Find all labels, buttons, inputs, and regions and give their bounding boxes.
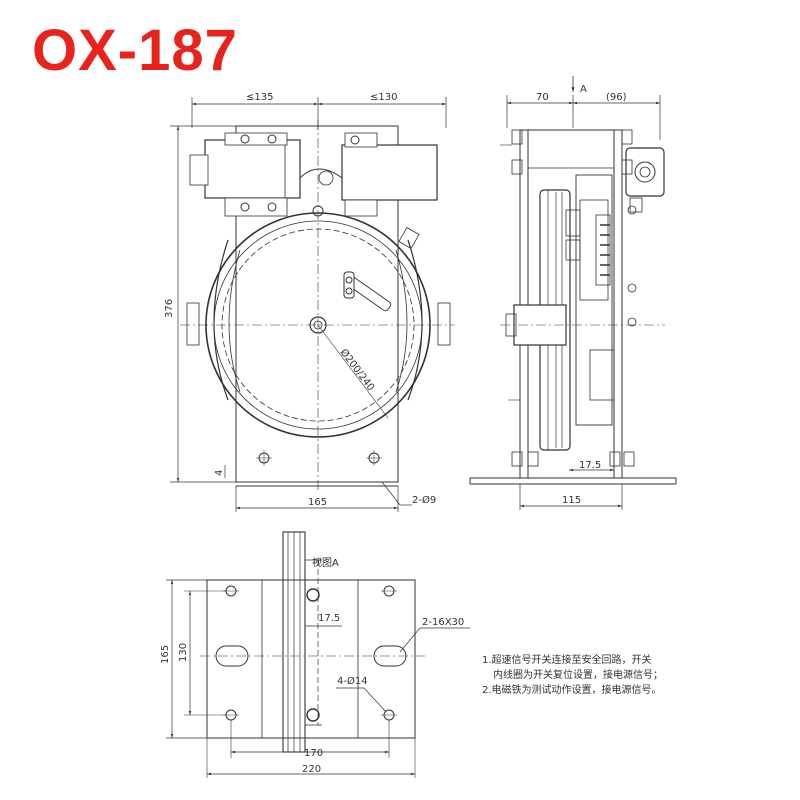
bottom-dim-groove: 17.5 bbox=[318, 613, 340, 624]
front-view bbox=[170, 97, 455, 512]
dim-total-height: 376 bbox=[164, 299, 175, 318]
side-view-labels: 70 (96) A 17.5 115 bbox=[536, 84, 627, 506]
bottom-view-labels: 视图A 17.5 2-16X30 4-Ø14 165 130 170 220 bbox=[160, 556, 464, 775]
side-view bbox=[469, 76, 677, 510]
bottom-dim-inner-width: 170 bbox=[304, 748, 323, 759]
bottom-dim-slots: 2-16X30 bbox=[422, 617, 464, 628]
dim-base-holes: 2-Ø9 bbox=[412, 494, 436, 506]
side-dim-right: (96) bbox=[606, 92, 627, 103]
bottom-dim-holes: 4-Ø14 bbox=[337, 675, 368, 687]
note-line-2: 内线圈为开关复位设置，接电源信号； bbox=[493, 670, 663, 681]
note-line-1: 1.超速信号开关连接至安全回路，开关 bbox=[482, 655, 652, 666]
product-title: OX-187 bbox=[32, 18, 238, 83]
side-dim-offset: 17.5 bbox=[579, 460, 601, 471]
dim-left-width: ≤135 bbox=[246, 92, 273, 103]
view-a-marker: A bbox=[580, 84, 587, 95]
bottom-dim-height-outer: 165 bbox=[160, 645, 171, 664]
side-dim-width: 115 bbox=[562, 495, 581, 506]
dim-base-thickness: 4 bbox=[214, 470, 225, 476]
note-line-3: 2.电磁铁为测试动作设置，接电源信号。 bbox=[482, 685, 662, 696]
view-a-label: 视图A bbox=[312, 556, 339, 569]
bottom-dim-height-inner: 130 bbox=[178, 643, 189, 662]
dim-right-width: ≤130 bbox=[370, 92, 397, 103]
bottom-view bbox=[166, 531, 470, 778]
bottom-dim-outer-width: 220 bbox=[302, 764, 321, 775]
side-dim-left: 70 bbox=[536, 92, 549, 103]
dim-hole-spacing: 165 bbox=[308, 497, 327, 508]
